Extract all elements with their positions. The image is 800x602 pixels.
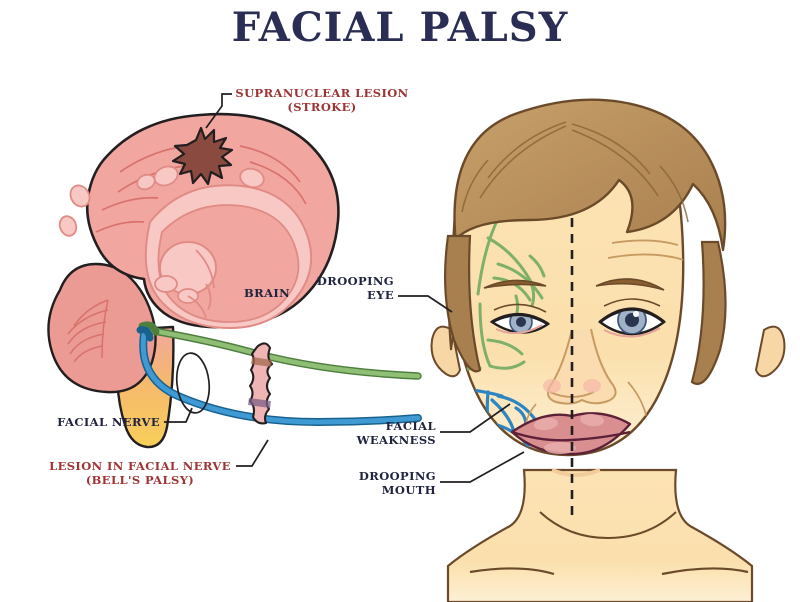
right-ear: [754, 325, 786, 378]
hair-strand-lines: [461, 121, 689, 223]
leader-facial-weakness: [440, 403, 511, 433]
blue-nerve: [140, 331, 421, 425]
label-brain: BRAIN: [244, 286, 291, 300]
leader-facial-nerve: [164, 407, 193, 423]
face-illustration: [430, 98, 786, 602]
right-clavicle: [661, 567, 749, 576]
right-nostril-shade: [583, 379, 601, 393]
forehead-lines: [607, 239, 684, 261]
neck-and-shoulders: [446, 468, 754, 602]
leader-drooping-mouth: [440, 451, 525, 483]
left-clavicle: [469, 567, 555, 576]
left-nostril-shade: [543, 379, 561, 393]
normal-eye: [597, 298, 667, 338]
chin-shade: [551, 468, 601, 477]
left-eyebrow: [483, 279, 547, 289]
label-drooping-mouth: DROOPING MOUTH: [358, 469, 436, 497]
leader-lines: [164, 93, 525, 483]
hair: [453, 98, 727, 252]
page-title: FACIAL PALSY: [231, 4, 569, 51]
leader-lesion-facial-nerve: [236, 439, 269, 467]
label-drooping-eye: DROOPING EYE: [316, 274, 394, 302]
facial-nerve-callout-ellipse: [175, 352, 211, 414]
green-nerve-root: [138, 321, 160, 336]
leader-supranuclear: [205, 93, 232, 129]
drooping-eye: [489, 303, 551, 335]
brainstem-detail: [187, 249, 215, 319]
collar-line: [539, 511, 677, 540]
blue-nerve-outline: [139, 330, 422, 427]
label-facial-nerve: FACIAL NERVE: [57, 415, 160, 429]
brain-illustration: [47, 112, 340, 449]
hair-left-strand: [443, 234, 482, 373]
nerve-pathways: [136, 321, 422, 427]
supranuclear-lesion-marker: [171, 126, 234, 186]
cerebellum-arbor-vitae: [67, 299, 109, 363]
brain-deep-structures: [58, 165, 265, 304]
label-facial-weakness: FACIAL WEAKNESS: [356, 419, 436, 447]
right-eyebrow: [595, 278, 665, 291]
nerve-lesion-marker: [248, 342, 274, 425]
label-supranuclear-lesion: SUPRANUCLEAR LESION (STROKE): [235, 86, 409, 114]
leader-drooping-eye: [398, 295, 453, 313]
label-lesion-in-facial-nerve: LESION IN FACIAL NERVE (BELL'S PALSY): [49, 459, 231, 487]
blue-nerve-root: [136, 326, 154, 342]
hair-right-strand: [690, 240, 727, 385]
